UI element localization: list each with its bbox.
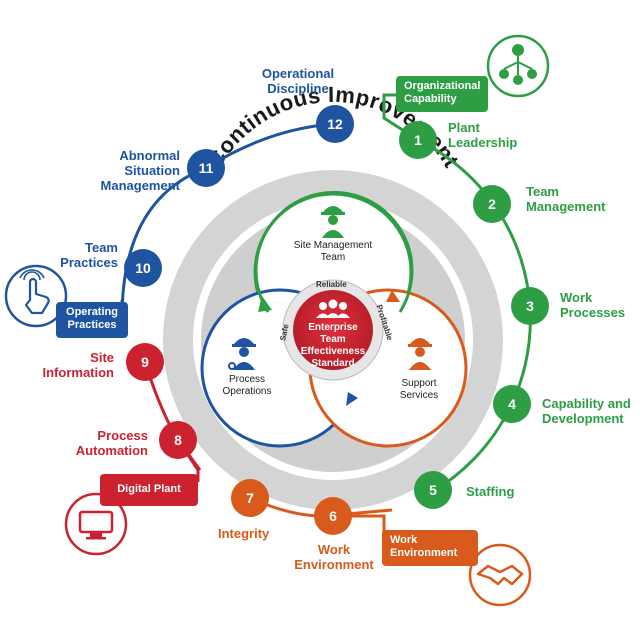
green-leader-line bbox=[382, 93, 419, 142]
step-1-number: 1 bbox=[414, 132, 422, 148]
step-11-marker: 11 bbox=[187, 149, 225, 187]
site-management-team-label: Site Management Team bbox=[293, 240, 373, 263]
team-icon bbox=[316, 299, 350, 318]
organizational-capability-tag: Organizational Capability bbox=[396, 76, 488, 112]
arrow-orange bbox=[386, 290, 400, 302]
step-10-circle bbox=[124, 249, 162, 287]
technician-icon bbox=[408, 338, 432, 370]
step-1-label: Plant Leadership bbox=[448, 120, 518, 150]
step-8-number: 8 bbox=[174, 432, 182, 448]
step-12-marker: 12 bbox=[316, 105, 354, 143]
step-8-label: Process Automation bbox=[75, 428, 148, 458]
step-8-circle bbox=[159, 421, 197, 459]
step-11-label: Abnormal Situation Management bbox=[100, 148, 180, 193]
center-standard-label: Enterprise Team Effectiveness Standard bbox=[300, 322, 366, 369]
touch-hand-icon bbox=[4, 264, 68, 328]
step-3-label: Work Processes bbox=[560, 290, 626, 320]
org-chart-icon bbox=[486, 34, 550, 98]
step-4-number: 4 bbox=[508, 396, 516, 412]
step-6-label: Work Environment bbox=[294, 542, 374, 572]
step-4-label: Capability and Development bbox=[542, 396, 631, 426]
handshake-icon bbox=[468, 543, 532, 607]
step-5-label: Staffing bbox=[466, 484, 515, 499]
step-11-number: 11 bbox=[199, 160, 214, 176]
step-5-number: 5 bbox=[429, 482, 437, 498]
step-3-marker: 3 bbox=[511, 287, 549, 325]
step-9-marker: 9 bbox=[126, 343, 164, 381]
step-3-circle bbox=[511, 287, 549, 325]
step-1-circle bbox=[399, 121, 437, 159]
arrow-blue bbox=[346, 392, 358, 406]
digital-plant-tag: Digital Plant bbox=[100, 474, 198, 506]
step-6-circle bbox=[314, 497, 352, 535]
arrow-green bbox=[258, 296, 272, 312]
ring-word-reliable: Reliable bbox=[316, 280, 347, 289]
step-8-marker: 8 bbox=[159, 421, 197, 459]
step-9-circle bbox=[126, 343, 164, 381]
support-services-label: Support Services bbox=[399, 378, 439, 401]
step-5-marker: 5 bbox=[414, 471, 452, 509]
step-2-circle bbox=[473, 185, 511, 223]
step-6-marker: 6 bbox=[314, 497, 352, 535]
step-7-marker: 7 bbox=[231, 479, 269, 517]
work-environment-tag: Work Environment bbox=[382, 530, 478, 566]
monitor-icon bbox=[64, 492, 128, 556]
step-2-marker: 2 bbox=[473, 185, 511, 223]
step-12-circle bbox=[316, 105, 354, 143]
step-1-marker: 1 bbox=[399, 121, 437, 159]
center-disc bbox=[293, 290, 373, 370]
process-operations-label: Process Operations bbox=[222, 374, 272, 397]
step-5-circle bbox=[414, 471, 452, 509]
operating-practices-tag: Operating Practices bbox=[56, 302, 128, 338]
step-11-circle bbox=[187, 149, 225, 187]
step-6-number: 6 bbox=[329, 508, 337, 524]
step-10-marker: 10 bbox=[124, 249, 162, 287]
step-7-number: 7 bbox=[246, 490, 254, 506]
step-4-marker: 4 bbox=[493, 385, 531, 423]
step-7-circle bbox=[231, 479, 269, 517]
step-10-label: Team Practices bbox=[60, 240, 118, 270]
step-7-label: Integrity bbox=[218, 526, 270, 541]
step-12-label: Operational Discipline bbox=[261, 66, 335, 96]
step-3-number: 3 bbox=[526, 298, 534, 314]
step-2-label: Team Management bbox=[526, 184, 606, 214]
orange-leader-line bbox=[342, 514, 386, 536]
operator-icon bbox=[228, 338, 256, 370]
step-2-number: 2 bbox=[488, 196, 496, 212]
green-arc-overlay bbox=[254, 190, 414, 313]
worker-icon bbox=[321, 206, 345, 238]
step-9-label: Site Information bbox=[42, 350, 115, 380]
step-10-number: 10 bbox=[135, 260, 151, 276]
step-4-circle bbox=[493, 385, 531, 423]
step-12-number: 12 bbox=[327, 116, 343, 132]
step-9-number: 9 bbox=[141, 354, 149, 370]
